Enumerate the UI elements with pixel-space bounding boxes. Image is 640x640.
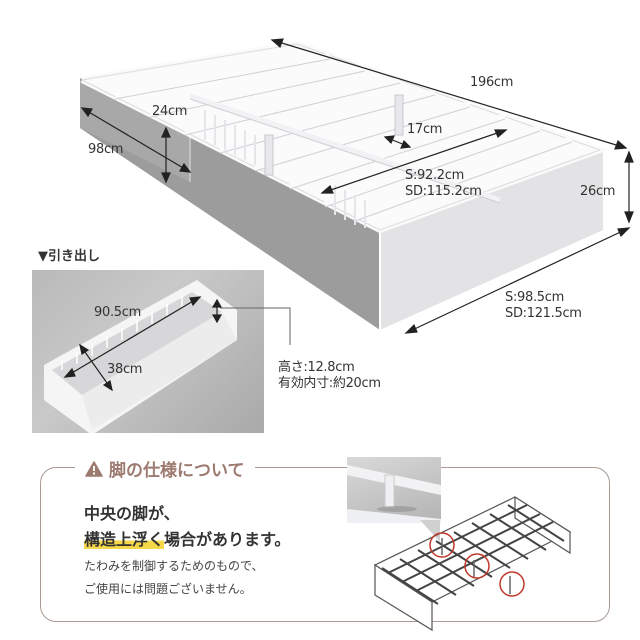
leg-notice-header: 脚の仕様について (75, 456, 255, 481)
outer-width-s: S:98.5cm (505, 290, 564, 305)
notice-headline-line2: 構造上浮く場合があります。 (84, 526, 290, 550)
notice-body-line1: たわみを制御するためのもので、 (84, 559, 264, 573)
length-dimension: 196cm (470, 75, 514, 90)
inner-width-s: S:92.2cm (405, 168, 464, 183)
bed-frame-illustration (80, 38, 634, 334)
inner-width-dimension: S:92.2cm SD:115.2cm (405, 168, 482, 200)
bed-frame-line-drawing (373, 495, 572, 632)
highlight-circle-1 (429, 532, 455, 558)
slat-gap-dimension: 17cm (407, 122, 443, 137)
drawer-height-info: 高さ:12.8cm 有効内寸:約20cm (278, 360, 381, 392)
drawer-illustration (44, 280, 237, 433)
drawer-width-dimension: 38cm (107, 362, 143, 377)
warning-icon (85, 460, 103, 477)
leg-closeup-photo (347, 457, 441, 523)
leg-notice-title: 脚の仕様について (109, 461, 245, 481)
drawer-side-height-dimension: 24cm (152, 104, 188, 119)
highlight-circle-3 (499, 571, 525, 597)
outer-width-sd: SD:121.5cm (505, 306, 582, 321)
notice-body-line2: ご使用には問題ございません。 (84, 582, 252, 596)
drawer-section-title: ▼引き出し (38, 249, 100, 264)
drawer-photo: 90.5cm 38cm (32, 270, 264, 433)
notice-headline-line1: 中央の脚が、 (84, 504, 180, 523)
inner-width-sd: SD:115.2cm (405, 184, 482, 199)
notice-headline-rest: 場合があります。 (164, 530, 291, 549)
notice-headline-highlight: 構造上浮く (84, 530, 165, 549)
drawer-height-leader-line (220, 307, 291, 345)
drawer-length-dimension: 90.5cm (94, 305, 141, 320)
height-dimension: 26cm (580, 184, 616, 199)
head-width-dimension: 98cm (88, 142, 124, 157)
leg-notice-box (40, 467, 610, 622)
drawer-height-label: 高さ:12.8cm (278, 360, 355, 375)
leg-closeup-illustration (347, 465, 441, 523)
drawer-effective-label: 有効内寸:約20cm (278, 376, 381, 391)
outer-width-dimension: S:98.5cm SD:121.5cm (505, 290, 582, 322)
highlight-circle-2 (464, 553, 490, 579)
